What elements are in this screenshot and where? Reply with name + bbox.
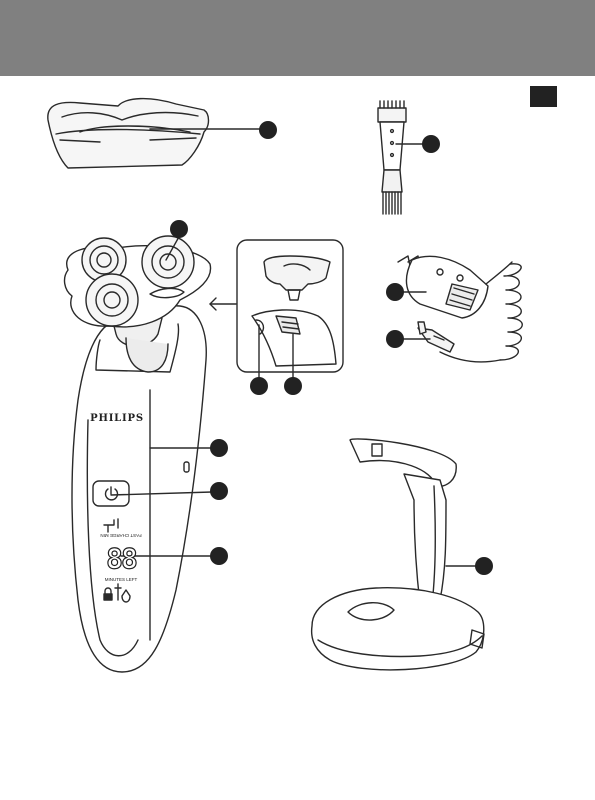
power-adapter bbox=[392, 256, 522, 362]
callout-charging-stand bbox=[475, 557, 493, 575]
brand-logo: PHILIPS bbox=[90, 413, 144, 424]
callout-power-button bbox=[210, 482, 228, 500]
callout-appliance-plug bbox=[386, 330, 404, 348]
detail-inset bbox=[210, 240, 343, 378]
callout-adapter bbox=[386, 283, 404, 301]
callout-display bbox=[210, 547, 228, 565]
cleaning-brush bbox=[378, 101, 424, 214]
display-digits: 88 bbox=[106, 542, 137, 575]
shaver bbox=[72, 306, 212, 672]
callout-shaving-heads bbox=[170, 220, 188, 238]
display-top-label: FAST CHARGE MIN bbox=[100, 533, 141, 538]
display-bottom-label: MINUTES LEFT bbox=[105, 577, 138, 582]
callout-handle bbox=[210, 439, 228, 457]
charging-stand bbox=[312, 439, 484, 670]
callout-trimmer bbox=[284, 377, 302, 395]
callout-release-button bbox=[250, 377, 268, 395]
callout-protection-cap bbox=[259, 121, 277, 139]
callout-cleaning-brush bbox=[422, 135, 440, 153]
protection-cap bbox=[48, 99, 262, 168]
